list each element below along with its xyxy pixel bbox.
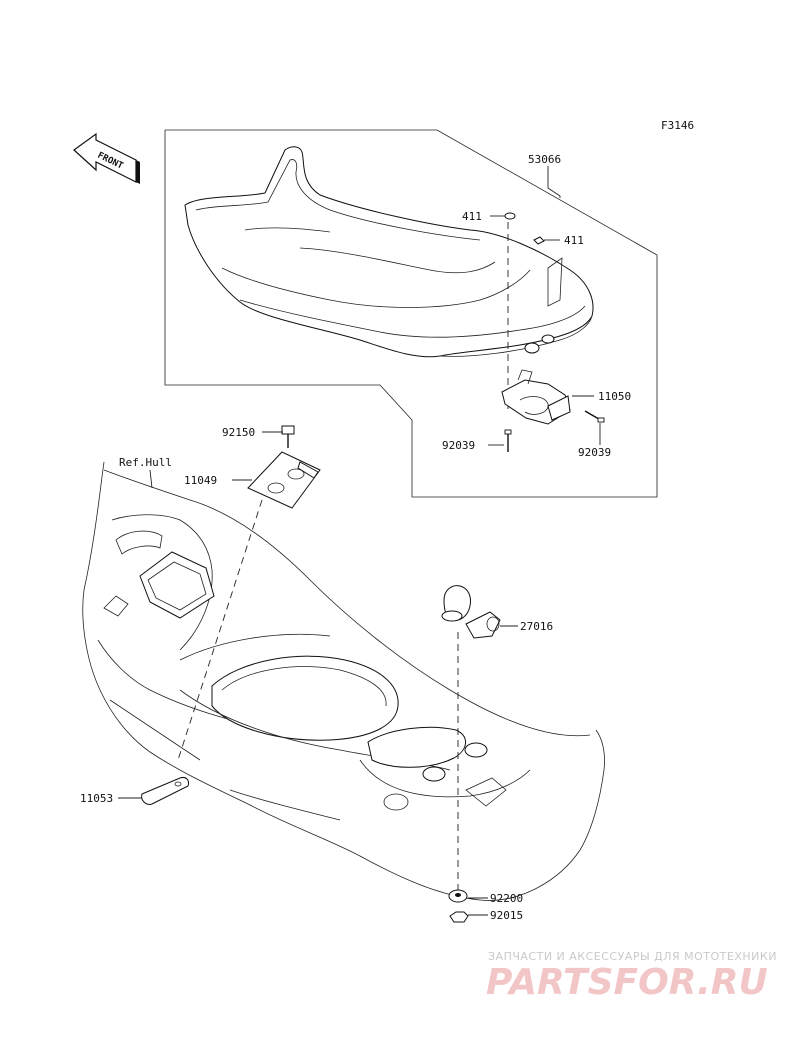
bolt-92039-left bbox=[504, 429, 512, 452]
watermark-subtitle: ЗАПЧАСТИ И АКСЕССУАРЫ ДЛЯ МОТОТЕХНИКИ bbox=[488, 950, 777, 963]
ref-hull-label: Ref.Hull bbox=[119, 456, 172, 469]
bolt-92150 bbox=[281, 425, 295, 448]
nut-92015 bbox=[449, 911, 469, 923]
callout-92200: 92200 bbox=[490, 892, 523, 905]
callout-92039-left: 92039 bbox=[442, 439, 475, 452]
washer-92200-hole bbox=[455, 893, 461, 897]
bracket-11050 bbox=[501, 369, 571, 425]
callout-411-right: 411 bbox=[564, 234, 584, 247]
callout-53066: 53066 bbox=[528, 153, 561, 166]
latch-plate-11049 bbox=[247, 451, 321, 509]
hull-deck bbox=[82, 461, 605, 901]
seat-assembly-frame bbox=[164, 129, 658, 498]
callout-411-upper: 411 bbox=[462, 210, 482, 223]
seat bbox=[184, 146, 594, 358]
callout-27016: 27016 bbox=[520, 620, 553, 633]
callout-11050: 11050 bbox=[598, 390, 631, 403]
callout-11053: 11053 bbox=[80, 792, 113, 805]
bolt-92039-right bbox=[584, 410, 605, 423]
washer-411-right bbox=[533, 236, 545, 245]
front-arrow-icon: FRONT bbox=[73, 132, 140, 184]
washer-411-upper bbox=[504, 212, 516, 220]
figure-code: F3146 bbox=[661, 119, 694, 132]
callout-92015: 92015 bbox=[490, 909, 523, 922]
callout-92039-right: 92039 bbox=[578, 446, 611, 459]
bumper-27016 bbox=[441, 585, 501, 639]
plate-11053 bbox=[141, 777, 189, 805]
watermark-brand: PARTSFOR.RU bbox=[486, 962, 768, 1003]
callout-11049: 11049 bbox=[184, 474, 217, 487]
callout-92150: 92150 bbox=[222, 426, 255, 439]
